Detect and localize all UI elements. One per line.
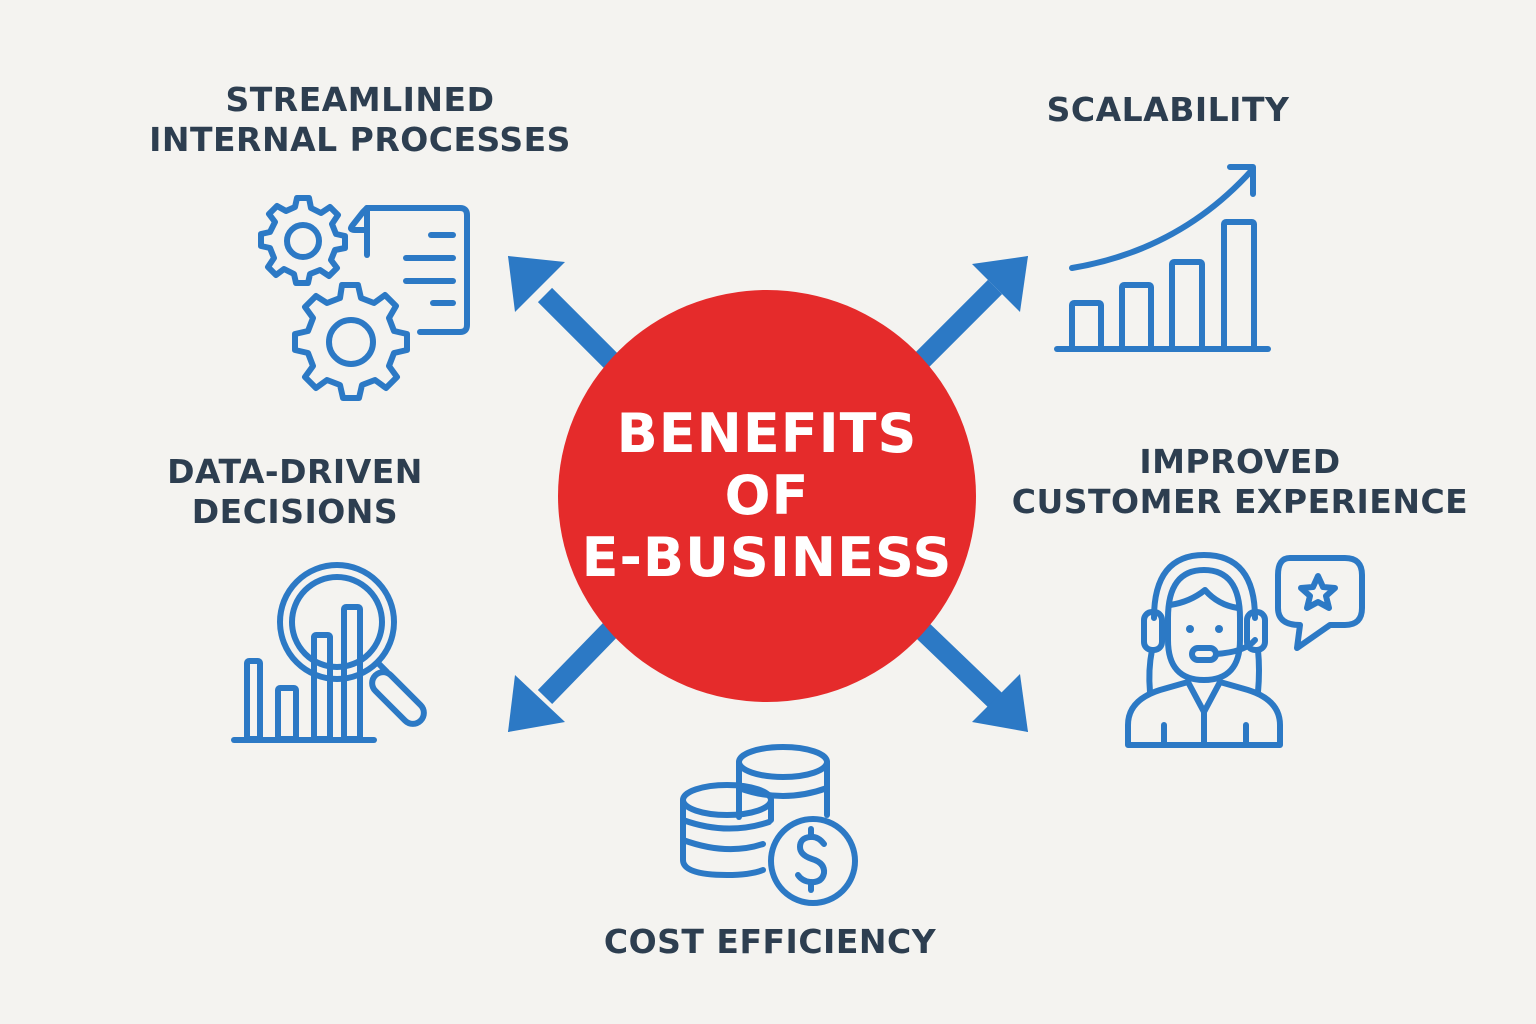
label-data-driven-decisions: DATA-DRIVEN DECISIONS [130, 452, 460, 532]
label-scalability: SCALABILITY [1010, 90, 1326, 130]
label-cost-efficiency: COST EFFICIENCY [580, 922, 960, 962]
label-improved-customer-experience: IMPROVED CUSTOMER EXPERIENCE [1000, 442, 1480, 522]
coins-dollar-icon [660, 720, 880, 910]
arrow-down-right-icon [914, 621, 1028, 732]
hub-title-line-3: E-BUSINESS [581, 526, 953, 589]
gears-document-icon [255, 190, 480, 401]
hub-title-line-2: OF [724, 464, 810, 527]
growth-bar-chart-icon [1040, 150, 1300, 370]
label-line: DATA-DRIVEN [167, 452, 423, 491]
label-line: COST EFFICIENCY [603, 922, 937, 961]
label-line: IMPROVED [1139, 442, 1341, 481]
label-line: INTERNAL PROCESSES [149, 120, 571, 159]
label-line: STREAMLINED [225, 80, 495, 119]
label-line: DECISIONS [191, 492, 399, 531]
label-line: SCALABILITY [1046, 90, 1290, 129]
label-line: CUSTOMER EXPERIENCE [1011, 482, 1469, 521]
support-agent-star-icon [1110, 540, 1380, 760]
arrow-up-left-icon [508, 256, 623, 373]
magnifier-chart-icon [220, 560, 460, 750]
hub-title-line-1: BENEFITS [616, 402, 918, 465]
label-streamlined-internal-processes: STREAMLINED INTERNAL PROCESSES [130, 80, 590, 160]
central-hub-circle: BENEFITS OF E-BUSINESS [558, 290, 976, 702]
arrow-up-right-icon [913, 256, 1028, 369]
arrow-down-left-icon [508, 618, 623, 732]
